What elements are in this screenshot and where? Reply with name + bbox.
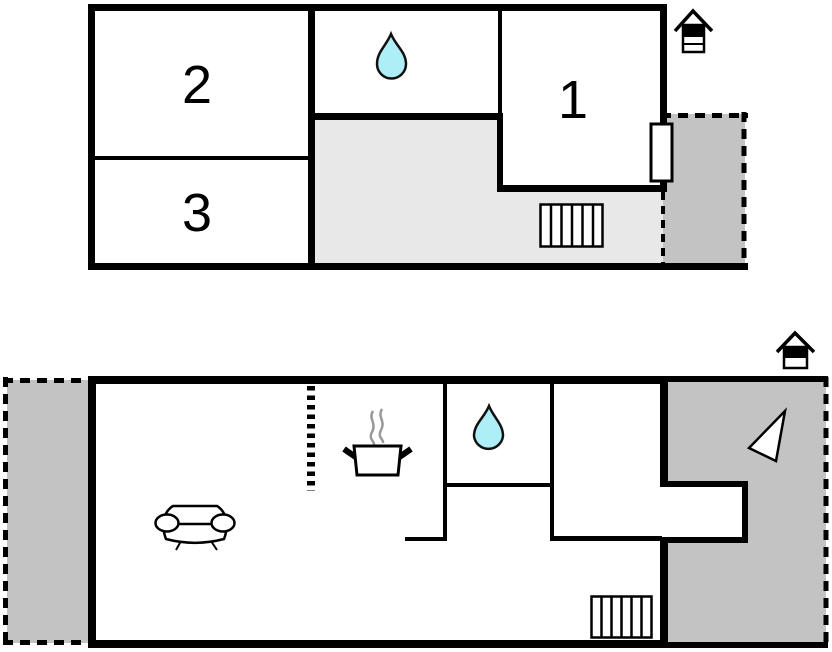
room-2-label: 2 — [182, 55, 212, 115]
entrance-alcove — [662, 487, 742, 537]
door-window-marker — [649, 122, 674, 183]
lower-left-terrace — [7, 380, 88, 643]
north-arrow-icon — [746, 407, 787, 463]
house-orientation-icon — [775, 330, 816, 370]
cooking-pot-icon — [342, 408, 413, 477]
house-orientation-icon — [673, 8, 714, 54]
right-terrace-bottom-wall — [666, 642, 828, 648]
upper-floor-plan: 2 3 1 — [88, 4, 748, 270]
room-3-label: 3 — [182, 183, 212, 243]
stairs-icon — [590, 595, 653, 639]
water-drop-icon — [375, 30, 408, 80]
room-1-label: 1 — [558, 70, 588, 130]
water-drop-icon — [472, 402, 505, 451]
stairs-icon — [539, 203, 604, 248]
lower-floor-plan — [3, 330, 829, 648]
sofa-icon — [154, 504, 236, 551]
right-terrace-top-wall — [666, 376, 828, 382]
upper-walls — [88, 4, 748, 270]
lower-walls — [88, 376, 748, 648]
upper-terrace — [663, 114, 745, 265]
